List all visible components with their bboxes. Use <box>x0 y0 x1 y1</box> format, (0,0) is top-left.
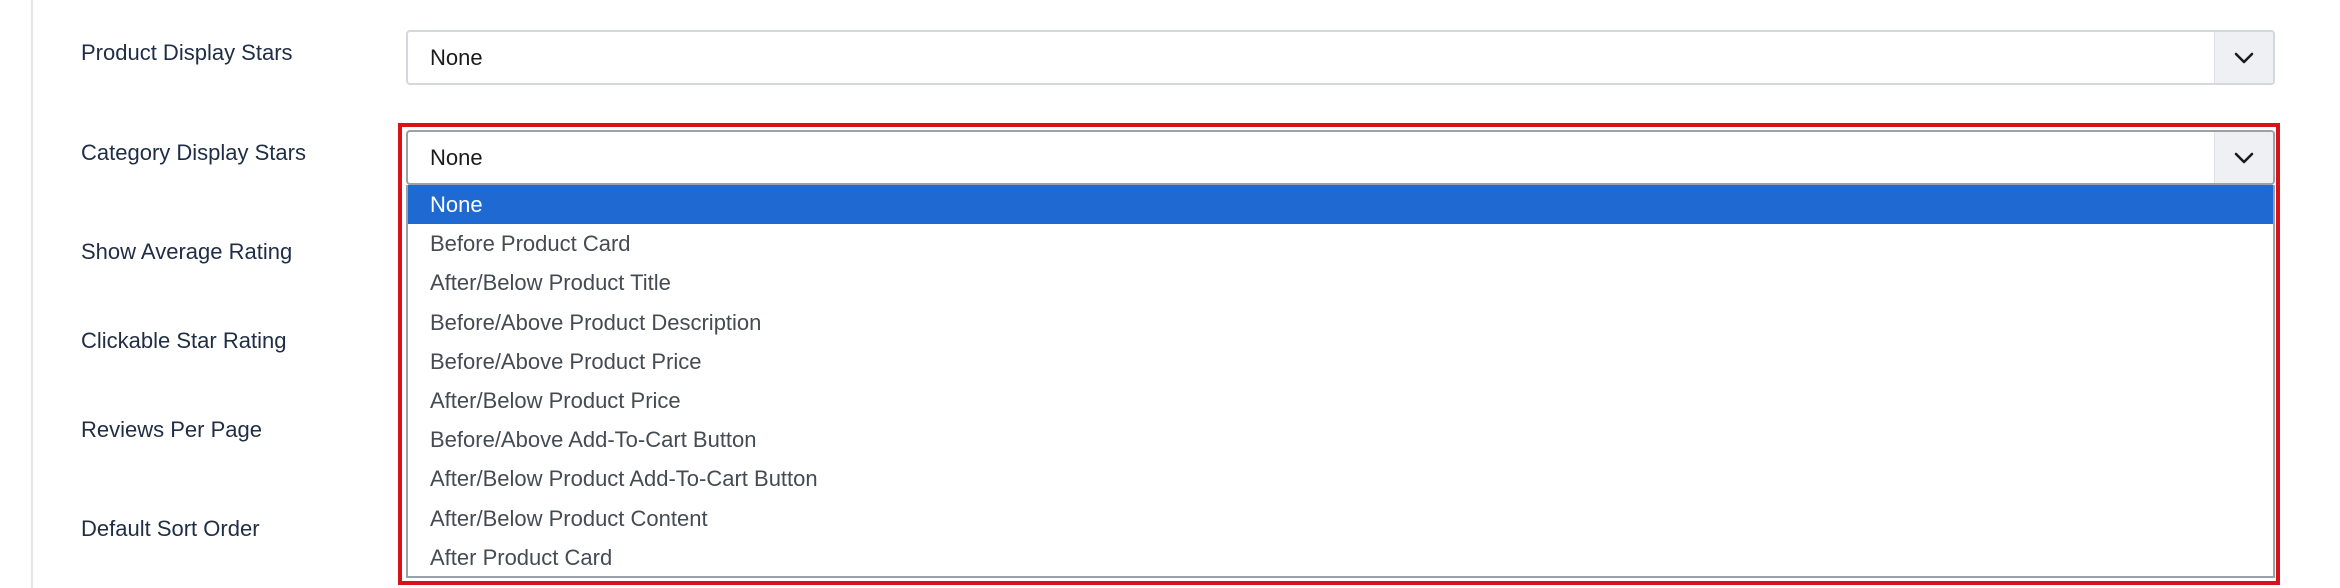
option-before-product-card[interactable]: Before Product Card <box>430 231 631 257</box>
option-before-above-product-price[interactable]: Before/Above Product Price <box>430 348 702 374</box>
product-display-stars-value: None <box>430 45 483 70</box>
default-sort-order-label: Default Sort Order <box>81 516 260 541</box>
clickable-star-rating-label: Clickable Star Rating <box>81 328 287 353</box>
category-display-stars-value: None <box>430 145 483 170</box>
product-display-stars-label: Product Display Stars <box>81 40 293 65</box>
option-after-below-product-price[interactable]: After/Below Product Price <box>430 387 681 413</box>
option-none[interactable]: None <box>408 185 2273 225</box>
option-after-below-product-add-to-cart-button[interactable]: After/Below Product Add-To-Cart Button <box>430 466 818 492</box>
reviews-per-page-label: Reviews Per Page <box>81 417 262 442</box>
option-after-product-card[interactable]: After Product Card <box>430 544 613 570</box>
panel-left-border <box>31 0 33 588</box>
chevron-down-icon[interactable] <box>2214 132 2273 183</box>
option-before-above-add-to-cart-button[interactable]: Before/Above Add-To-Cart Button <box>430 427 757 453</box>
category-display-stars-select[interactable]: None <box>406 130 2275 185</box>
option-before-above-product-description[interactable]: Before/Above Product Description <box>430 309 762 335</box>
show-average-rating-label: Show Average Rating <box>81 239 293 264</box>
chevron-down-icon[interactable] <box>2214 32 2273 83</box>
product-display-stars-select[interactable]: None <box>406 30 2275 85</box>
option-after-below-product-title[interactable]: After/Below Product Title <box>430 270 671 296</box>
category-display-stars-options: None Before Product Card After/Below Pro… <box>406 185 2275 578</box>
category-display-stars-label: Category Display Stars <box>81 140 306 165</box>
option-after-below-product-content[interactable]: After/Below Product Content <box>430 505 708 531</box>
